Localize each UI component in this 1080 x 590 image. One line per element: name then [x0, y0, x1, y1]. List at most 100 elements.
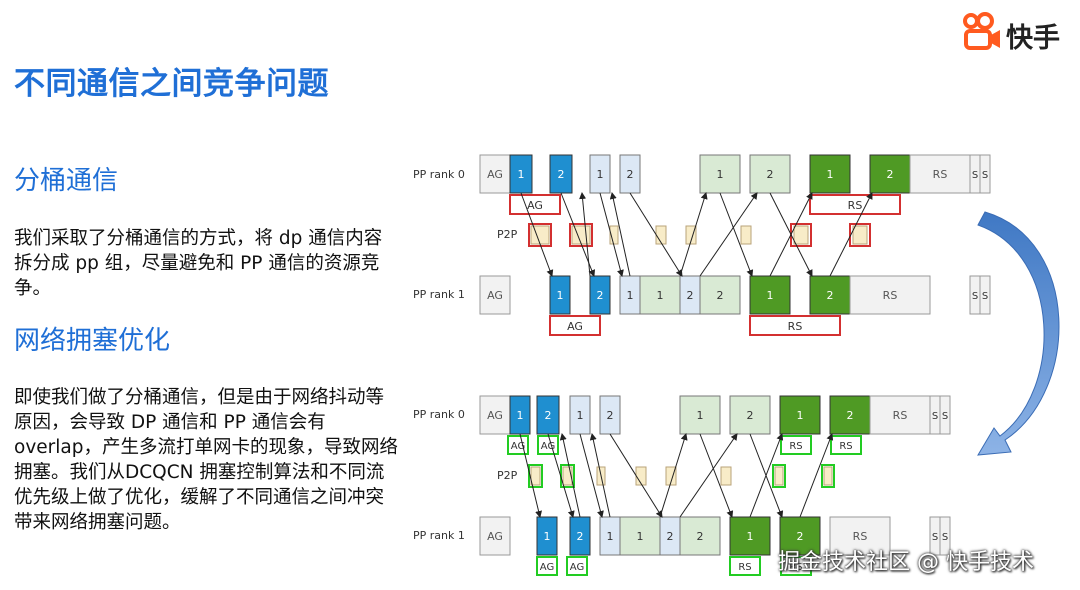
- bot-p2p-7: [774, 466, 784, 486]
- bot-r0-bl1-text: 1: [697, 409, 704, 422]
- top-r1-bl2-text: 2: [717, 289, 724, 302]
- top-r0-rs-conflict-box: [809, 194, 901, 215]
- bottom-rank0-label: PP rank 0: [413, 408, 465, 421]
- bot-r1-fl2-text: 2: [667, 530, 674, 543]
- top-r0-ag-text: AG: [487, 168, 503, 181]
- bot-r1-b1-text: 1: [747, 530, 754, 543]
- bot-r0-s2: [939, 395, 951, 435]
- top-r0-bl1: [699, 154, 741, 194]
- top-r0-s1-text: S: [972, 170, 978, 181]
- bot-r0-ag2-text: AG: [541, 441, 555, 452]
- bot-r0-ag-text: AG: [487, 409, 503, 422]
- top-r0-bl2-text: 2: [767, 168, 774, 181]
- bot-p2p-8: [823, 466, 833, 486]
- bot-r0-f2-text: 2: [545, 409, 552, 422]
- top-r1-b1: [749, 275, 791, 315]
- bot-r0-bl2: [729, 395, 771, 435]
- top-r0-f1-text: 1: [518, 168, 525, 181]
- top-r1-rs-block: [849, 275, 931, 315]
- top-p2p-7: [793, 225, 809, 245]
- bot-p2p-2: [562, 466, 573, 486]
- bot-r0-b1: [779, 395, 821, 435]
- bot-r1-f2-text: 2: [577, 530, 584, 543]
- bot-r1-ag2-text: AG: [570, 562, 584, 573]
- bot-r0-fl2-text: 2: [607, 409, 614, 422]
- top-p2p-2-conflict: [569, 223, 593, 247]
- bot-r0-bl2-text: 2: [747, 409, 754, 422]
- bot-r0-rs1-text: RS: [789, 441, 802, 452]
- top-r0-b2-text: 2: [887, 168, 894, 181]
- bot-r0-ag1-box: [507, 435, 529, 455]
- bot-r1-f1-text: 1: [544, 530, 551, 543]
- bot-r1-rs2-text: RS: [789, 562, 802, 573]
- top-r0-bl1-text: 1: [717, 168, 724, 181]
- top-r0-b2: [869, 154, 911, 194]
- bot-r1-ag-text: AG: [487, 530, 503, 543]
- bot-r1-bl1: [619, 516, 661, 556]
- top-r0-s2: [979, 154, 991, 194]
- top-r1-f1: [549, 275, 571, 315]
- top-r0-ag-conflict-box: [509, 194, 561, 215]
- bot-r1-rs1-text: RS: [738, 562, 751, 573]
- bot-r1-fl1-text: 1: [607, 530, 614, 543]
- top-r1-rs-conflict-text: RS: [788, 320, 803, 333]
- top-p2p-8: [852, 225, 868, 245]
- top-r0-b1-text: 1: [827, 168, 834, 181]
- top-r1-bl1-text: 1: [657, 289, 664, 302]
- bot-r0-rs-text: RS: [893, 409, 908, 422]
- top-rank0-label: PP rank 0: [413, 168, 465, 181]
- top-p2p-1: [530, 225, 550, 245]
- bot-r0-b1-text: 1: [797, 409, 804, 422]
- top-r1-s2: [979, 275, 991, 315]
- bot-r0-rs-block: [869, 395, 931, 435]
- top-r0-rs-block: [909, 154, 971, 194]
- top-r1-b2: [809, 275, 851, 315]
- bot-p2p-1-box: [528, 464, 543, 488]
- top-p2p-5: [685, 225, 697, 245]
- top-r0-s2-text: S: [982, 170, 988, 181]
- bot-p2p-1: [530, 466, 541, 486]
- top-r0-rs-text: RS: [933, 168, 948, 181]
- bot-r1-ag1-text: AG: [540, 562, 554, 573]
- section1-heading: 分桶通信: [14, 166, 119, 196]
- bot-r0-b2-text: 2: [847, 409, 854, 422]
- bot-r0-fl1-text: 1: [577, 409, 584, 422]
- bot-p2p-4: [635, 466, 647, 486]
- bottom-arrows: [519, 433, 834, 518]
- bot-r1-b1: [729, 516, 771, 556]
- bot-r0-rs2-box: [830, 435, 862, 455]
- top-r1-fl1-text: 1: [627, 289, 634, 302]
- bot-p2p-5: [665, 466, 677, 486]
- top-r1-ag-text: AG: [487, 289, 503, 302]
- bot-r0-s2-text: S: [942, 411, 948, 422]
- watermark: 掘金技术社区 @ 快手技术: [778, 550, 1034, 575]
- top-r1-bl2: [699, 275, 741, 315]
- bot-r0-s1-text: S: [932, 411, 938, 422]
- bot-r1-ag2-box: [566, 556, 588, 576]
- bot-r1-b2-text: 2: [797, 530, 804, 543]
- top-rank1-label: PP rank 1: [413, 288, 465, 301]
- bot-r0-ag1-text: AG: [511, 441, 525, 452]
- top-p2p-label: P2P: [497, 228, 518, 241]
- top-r1-b1-text: 1: [767, 289, 774, 302]
- bottom-p2p-label: P2P: [497, 469, 518, 482]
- top-arrows: [520, 192, 873, 277]
- top-r1-f2: [589, 275, 611, 315]
- bot-r1-bl2-text: 2: [697, 530, 704, 543]
- bot-r0-bl1: [679, 395, 721, 435]
- bot-p2p-6: [720, 466, 732, 486]
- top-r0-rs-conflict-text: RS: [848, 199, 863, 212]
- bot-p2p-8-box: [821, 464, 835, 488]
- top-r0-ag-conflict-text: AG: [527, 199, 543, 212]
- top-p2p-6: [740, 225, 752, 245]
- bot-r1-ag1-box: [536, 556, 558, 576]
- top-r1-ag-conflict-text: AG: [567, 320, 583, 333]
- top-r1-f1-text: 1: [557, 289, 564, 302]
- top-r1-ag-conflict-box: [549, 315, 601, 336]
- bot-r1-b2: [779, 516, 821, 556]
- bot-r1-rs-block: [829, 516, 891, 556]
- bot-r1-s2-text: S: [942, 532, 948, 543]
- section2-body: 即使我们做了分桶通信，但是由于网络抖动等原因，会导致 DP 通信和 PP 通信会…: [14, 387, 398, 533]
- page-title: 不同通信之间竞争问题: [14, 66, 329, 102]
